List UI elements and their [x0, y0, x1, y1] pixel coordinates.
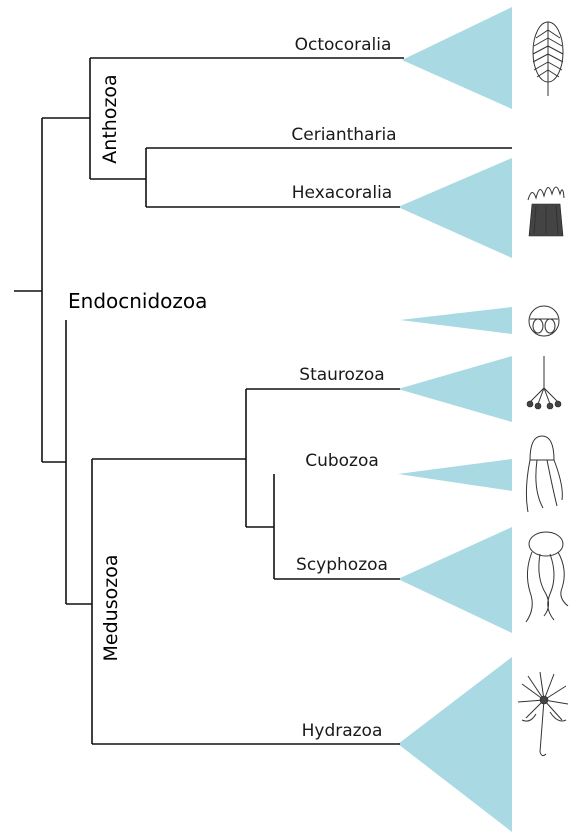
hydrazoa-label: Hydrazoa [302, 721, 383, 741]
scyphozoa-wedge [398, 527, 512, 633]
hexacoralia-wedge [398, 158, 512, 258]
true-jellyfish-icon [526, 532, 568, 622]
scyphozoa-label: Scyphozoa [296, 555, 388, 575]
endocnidozoa-label: Endocnidozoa [68, 289, 207, 313]
hydroid-icon [518, 672, 568, 756]
endocnidozoa-wedge [400, 307, 512, 334]
hydrazoa-wedge [398, 657, 512, 832]
cubozoa-label: Cubozoa [305, 451, 379, 471]
anthozoa-label: Anthozoa [99, 74, 121, 163]
hexacoralia-label: Hexacoralia [292, 183, 392, 203]
box-jellyfish-icon [526, 436, 562, 512]
staurozoa-label: Staurozoa [299, 365, 384, 385]
octocoralia-label: Octocoralia [295, 35, 392, 55]
sea-anemone-icon [528, 187, 564, 236]
medusozoa-label: Medusozoa [100, 555, 122, 662]
stalked-jellyfish-icon [527, 356, 561, 409]
cubozoa-wedge [398, 459, 512, 491]
staurozoa-wedge [398, 356, 512, 422]
sea-pen-icon [533, 22, 563, 96]
ceriantharia-label: Ceriantharia [291, 125, 396, 145]
myxozoan-spore-icon [529, 306, 559, 336]
octocoralia-wedge [402, 7, 512, 109]
